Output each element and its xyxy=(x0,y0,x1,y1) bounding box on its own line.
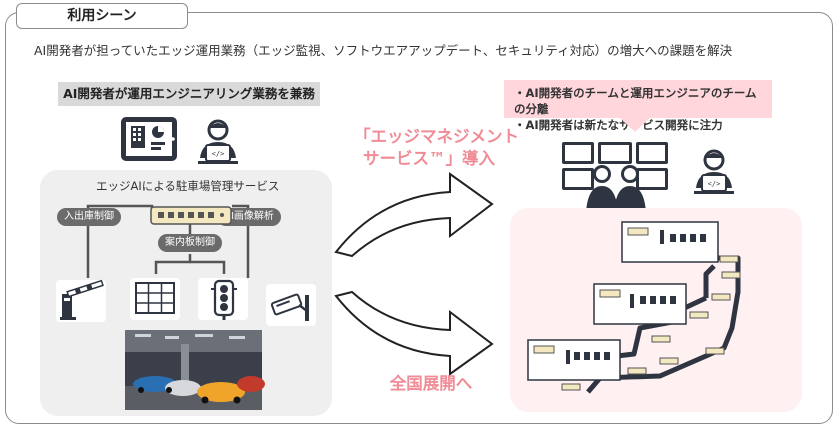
site-building-2 xyxy=(593,283,687,325)
signage-control-tag: 案内板制御 xyxy=(158,234,222,252)
operators-icon xyxy=(586,165,646,212)
usage-scene-frame xyxy=(5,12,833,424)
bullet-team-separation: ・AI開発者のチームと運用エンジニアのチームの分離 xyxy=(514,86,757,116)
bottom-arrow-label: 全国展開へ xyxy=(389,374,473,393)
parking-gate-box xyxy=(56,279,106,322)
signboard-grid-icon xyxy=(135,282,175,314)
svg-text:</>: </> xyxy=(212,150,225,158)
nationwide-network-map xyxy=(527,221,741,394)
ai-analysis-tag: AI画像解析 xyxy=(217,208,281,226)
bullet-new-service: ・AI開発者は新たなサービス開発に注力 xyxy=(514,118,723,132)
monitor-wall-icon xyxy=(562,142,668,190)
tablet-dashboard-icon xyxy=(121,117,177,161)
developer-laptop-icon-right: </> xyxy=(694,149,734,194)
summary-text: AI開発者が担っていたエッジ運用業務（エッジ監視、ソフトウエアアップデート、セキ… xyxy=(34,43,733,58)
traffic-light-icon xyxy=(211,279,237,320)
router-icons xyxy=(561,255,741,391)
usage-scene-tab: 利用シーン xyxy=(16,3,188,29)
signboard-box xyxy=(130,278,180,320)
parking-photo xyxy=(125,330,265,410)
callout-pointer xyxy=(620,118,650,132)
traffic-light-box xyxy=(198,278,248,320)
panel-title: エッジAIによる駐車場管理サービス xyxy=(96,179,280,193)
top-arrow-label-line1: 「エッジマネジメント xyxy=(354,127,519,146)
parking-gate-icon xyxy=(60,279,104,320)
security-camera-icon xyxy=(270,293,309,321)
flow-arrows xyxy=(334,172,494,376)
svg-text:</>: </> xyxy=(708,180,721,188)
site-building-3 xyxy=(527,339,621,381)
developer-laptop-icon: </> xyxy=(198,119,238,164)
site-building-1 xyxy=(621,221,719,263)
camera-box xyxy=(266,284,316,326)
right-bullets: ・AI開発者のチームと運用エンジニアのチームの分離 ・AI開発者は新たなサービス… xyxy=(504,80,772,132)
network-switch-icon xyxy=(150,206,232,225)
left-title: AI開発者が運用エンジニアリング業務を兼務 xyxy=(58,82,320,106)
top-arrow-label-line2: サービス™」導入 xyxy=(363,149,495,168)
connector-lines xyxy=(86,204,250,278)
entry-control-tag: 入出庫制御 xyxy=(57,208,121,226)
